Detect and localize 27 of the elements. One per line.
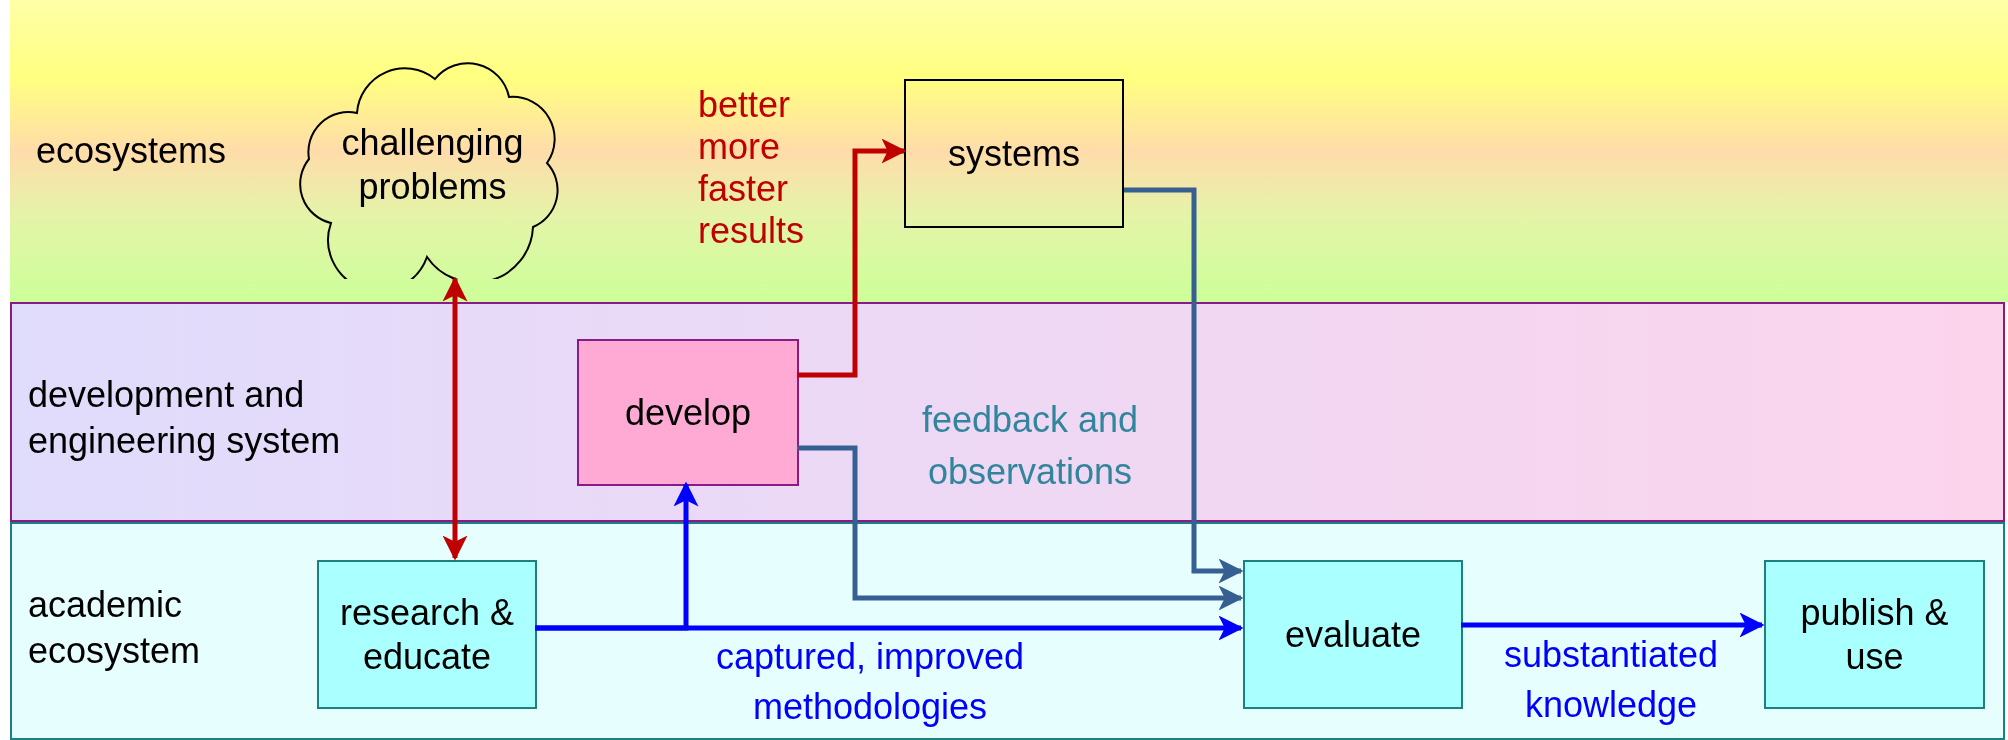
swimlane-band [10,0,2008,302]
box-label: challenging problems [340,121,525,209]
edge-label: captured, improved methodologies [714,635,1026,729]
swimlane-band [10,302,2005,522]
arrow [1124,187,1244,584]
arrow [1461,612,1765,638]
box-label: develop [623,390,753,435]
edge-label: better more faster results [698,84,806,252]
arrow [442,276,468,561]
process-box [1764,560,1985,709]
process-box [577,339,799,486]
box-label: evaluate [1283,612,1423,657]
box-label: publish & use [1799,590,1950,679]
lane-label: academic ecosystem [28,583,202,673]
process-box [1243,560,1463,709]
lane-label: ecosystems [36,129,228,173]
lane-label: development and engineering system [28,373,342,463]
edge-label: substantiated knowledge [1502,633,1720,727]
arrow [535,481,699,631]
box-label: research & educate [338,590,516,679]
swimlane-band [10,522,2005,740]
arrow [797,138,907,378]
box-label: systems [947,131,1081,176]
edge-label: feedback and observations [920,398,1140,494]
arrow [797,445,1244,611]
process-box [317,560,537,709]
process-box [904,79,1124,228]
